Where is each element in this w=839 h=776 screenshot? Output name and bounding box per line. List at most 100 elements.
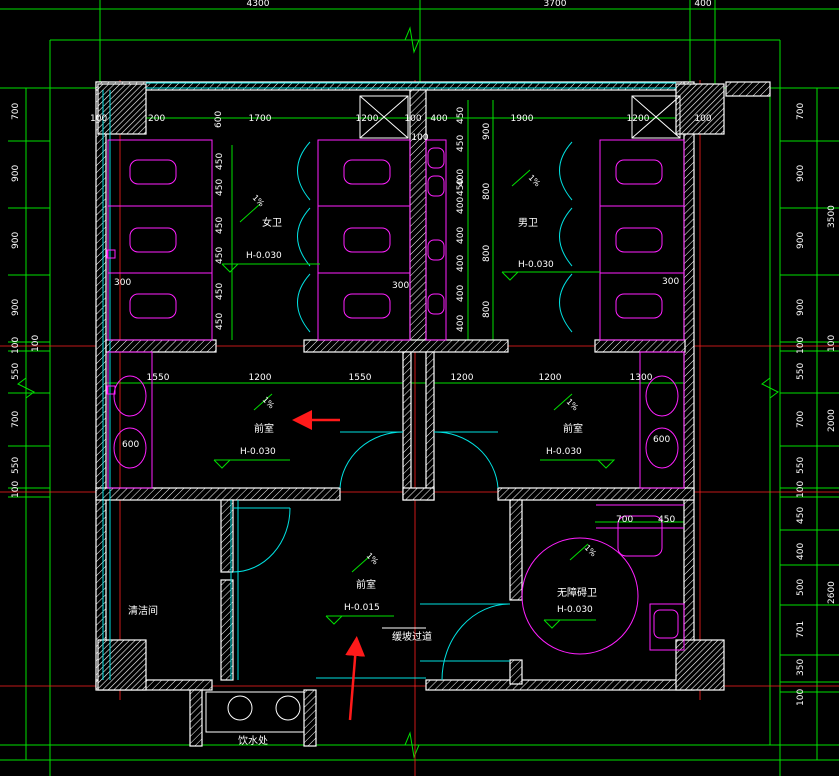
walls <box>95 81 771 747</box>
doors-and-windows <box>102 82 676 681</box>
elevation-labels: H-0.030 H-0.030 H-0.030 H-0.030 H-0.015 … <box>240 251 593 615</box>
dim-left-9: 100 <box>11 481 21 498</box>
dim-left-5: 100 <box>11 337 21 354</box>
pd-r-2: 450 <box>456 179 466 196</box>
dim-stall-300-left: 300 <box>114 278 131 288</box>
dim-right-13: 701 <box>796 621 806 638</box>
inner-top-dimension-labels: 100 200 600 1700 1200 100 400 100 450 19… <box>90 107 712 143</box>
dim-right-6: 550 <box>796 363 806 380</box>
dim-basin-600-right: 600 <box>653 435 670 445</box>
dim-right-9: 100 <box>796 481 806 498</box>
pd-r-4: 400 <box>456 197 466 214</box>
dim-right-3: 900 <box>796 232 806 249</box>
dim-right-total-1: 3500 <box>827 205 837 228</box>
elev-female: H-0.030 <box>246 251 282 261</box>
dim-acc-700: 700 <box>616 515 633 525</box>
pd-l-3: 450 <box>215 217 225 234</box>
dim-basin-600-left: 600 <box>122 440 139 450</box>
pd-r-3: 400 <box>456 169 466 186</box>
partition-dimension-labels: 450 450 450 450 450 450 450 450 400 400 … <box>215 123 492 332</box>
dim-mid-5: 1200 <box>539 373 562 383</box>
ug-1: 900 <box>482 123 492 140</box>
dim-right-sub: 100 <box>827 335 837 352</box>
elev-vest-main: H-0.015 <box>344 603 380 613</box>
dim-it-5: 1200 <box>356 114 379 124</box>
dim-it-12: 100 <box>694 114 711 124</box>
room-vest-main: 前室 <box>356 578 376 591</box>
slope-vest-right: 1% <box>565 397 581 413</box>
left-dimension-labels: 700 900 900 900 100 550 700 550 100 100 <box>11 103 41 498</box>
pd-l-5: 450 <box>215 283 225 300</box>
dim-acc-450: 450 <box>658 515 675 525</box>
arrow-main-entrance <box>345 636 366 721</box>
ug-2: 800 <box>482 183 492 200</box>
slope-female: 1% <box>251 193 267 209</box>
top-dimension-labels: 4300 3700 400 <box>247 0 712 9</box>
room-cleaning: 清洁间 <box>128 604 158 617</box>
room-accessible: 无障碍卫 <box>557 586 597 599</box>
columns <box>97 83 725 691</box>
dim-it-10: 1900 <box>511 114 534 124</box>
dim-left-sub: 100 <box>31 335 41 352</box>
dim-right-15: 100 <box>796 689 806 706</box>
slope-arrows <box>239 169 589 573</box>
room-vest-right: 前室 <box>563 422 583 435</box>
dim-right-4: 900 <box>796 299 806 316</box>
annotation-arrows <box>292 410 366 721</box>
dim-right-5: 100 <box>796 337 806 354</box>
dim-mid-3: 1550 <box>349 373 372 383</box>
elev-male: H-0.030 <box>518 260 554 270</box>
pd-l-4: 450 <box>215 247 225 264</box>
dim-it-7: 400 <box>430 114 447 124</box>
dim-right-10: 450 <box>796 507 806 524</box>
dim-it-3: 600 <box>214 111 224 128</box>
dim-top-1: 4300 <box>247 0 270 9</box>
dim-mid-2: 1200 <box>249 373 272 383</box>
slope-vest-main: 1% <box>365 551 381 567</box>
slope-male: 1% <box>527 173 543 189</box>
pd-l-2: 450 <box>215 179 225 196</box>
dim-right-total-3: 2600 <box>827 581 837 604</box>
dim-right-14: 350 <box>796 659 806 676</box>
slope-accessible: 1% <box>583 543 599 559</box>
elev-vest-right: H-0.030 <box>546 447 582 457</box>
dim-left-3: 900 <box>11 232 21 249</box>
ug-3: 800 <box>482 245 492 262</box>
dim-it-6: 100 <box>404 114 421 124</box>
dim-it-8: 100 <box>411 133 428 143</box>
right-dimension-labels: 700 900 900 900 100 550 700 550 100 450 … <box>796 103 837 706</box>
slope-vest-left: 1% <box>261 395 277 411</box>
elevation-markers <box>213 263 616 629</box>
dim-left-8: 550 <box>11 457 21 474</box>
pd-l-6: 450 <box>215 313 225 330</box>
room-female: 女卫 <box>262 216 282 229</box>
dim-right-12: 500 <box>796 579 806 596</box>
misc-dimension-labels: 300 300 300 600 600 700 450 <box>114 277 679 525</box>
dim-stall-300-right: 300 <box>662 277 679 287</box>
pd-r-5: 400 <box>456 227 466 244</box>
pd-r-1: 450 <box>456 135 466 152</box>
dim-stall-300-mid: 300 <box>392 281 409 291</box>
dim-mid-1: 1550 <box>147 373 170 383</box>
dim-left-7: 700 <box>11 411 21 428</box>
dim-top-3: 400 <box>694 0 711 9</box>
dim-top-2: 3700 <box>544 0 567 9</box>
pd-r-8: 400 <box>456 315 466 332</box>
mid-dimension-labels: 1550 1200 1550 1200 1200 1300 <box>147 373 653 383</box>
room-labels: 女卫 男卫 前室 前室 前室 清洁间 无障碍卫 缓坡过道 饮水处 <box>128 216 597 747</box>
pd-l-1: 450 <box>215 153 225 170</box>
pd-r-7: 400 <box>456 285 466 302</box>
dim-right-total-2: 2000 <box>827 409 837 432</box>
dim-it-1: 100 <box>90 114 107 124</box>
dim-mid-6: 1300 <box>630 373 653 383</box>
room-water: 饮水处 <box>238 734 268 747</box>
room-vest-left: 前室 <box>254 422 274 435</box>
floor-drains <box>106 249 116 395</box>
dim-left-6: 550 <box>11 363 21 380</box>
room-male: 男卫 <box>518 217 538 229</box>
dim-left-1: 700 <box>11 103 21 120</box>
dim-it-2: 200 <box>148 114 165 124</box>
